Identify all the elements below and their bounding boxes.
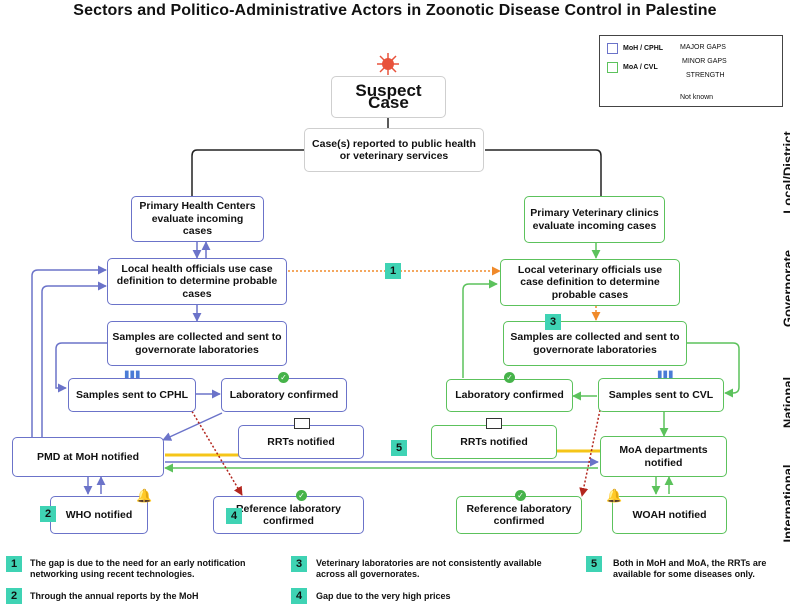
node-suspect-case: Suspect Case [331,76,446,118]
node-samples-cphl: Samples sent to CPHL [68,378,196,412]
split-line-right [485,149,602,196]
node-case-reported: Case(s) reported to public health or vet… [304,128,484,172]
node-who-notified: WHO notified [50,496,148,534]
legend-moa-swatch [607,62,618,73]
legend-not-known-label: Not known [680,94,714,101]
node-rrts-moh: RRTs notified [238,425,364,459]
badge-2: 2 [40,506,56,522]
note-badge-4: 4 [291,588,307,604]
check-icon: ✓ [296,490,307,501]
node-lab-confirmed-moa: Laboratory confirmed [446,379,573,412]
legend-minor-label: MINOR GAPS [682,58,727,65]
node-samples-health: Samples are collected and sent to govern… [107,321,287,366]
legend-major-label: MAJOR GAPS [680,44,726,51]
node-primary-health-centers: Primary Health Centers evaluate incoming… [131,196,264,242]
edge-samples-cphl [55,342,108,393]
bell-icon: 🔔 [136,488,153,503]
note-badge-3: 3 [291,556,307,572]
edge-lab-pmd [162,412,223,441]
legend-strength-label: STRENGTH [686,72,725,79]
level-governorate: Governorate [780,249,790,328]
check-icon: ✓ [278,372,289,383]
badge-3: 3 [545,314,561,330]
legend-moa-label: MoA / CVL [623,64,658,71]
node-rrts-moa: RRTs notified [431,425,557,459]
page-title: Sectors and Politico-Administrative Acto… [73,2,717,19]
node-lab-confirmed-moh: Laboratory confirmed [221,378,347,412]
node-primary-vet-clinics: Primary Veterinary clinics evaluate inco… [524,196,665,243]
level-local-district: Local/District [780,131,790,214]
edge-samples-cvl [687,342,740,398]
edge-lab-local [462,279,498,378]
note-3: Veterinary laboratories are not consiste… [316,558,542,579]
edge-pmd-local-outer [31,265,107,437]
legend: MoH / CPHL MoA / CVL MAJOR GAPS MINOR GA… [599,35,783,107]
node-local-health-officials: Local health officials use case definiti… [107,258,287,305]
node-pmd-moh: PMD at MoH notified [12,437,164,477]
node-ref-lab-moa: Reference laboratory confirmed [456,496,582,534]
split-line-left [191,149,305,196]
note-badge-2: 2 [6,588,22,604]
level-international: International [780,464,790,543]
node-samples-vet: Samples are collected and sent to govern… [503,321,687,366]
note-badge-1: 1 [6,556,22,572]
monitor-icon [486,418,502,429]
check-icon: ✓ [504,372,515,383]
major-gap-lab-ref [189,407,243,496]
badge-4: 4 [226,508,242,524]
node-woah-notified: WOAH notified [612,496,727,534]
test-tubes-icon: ▮▮▮ [657,369,674,380]
virus-icon [377,53,399,75]
legend-moh-label: MoH / CPHL [623,45,664,52]
node-samples-cvl: Samples sent to CVL [598,378,724,412]
badge-5: 5 [391,440,407,456]
major-gap-cvl-ref [579,409,601,497]
note-5: Both in MoH and MoA, the RRTs are availa… [613,558,767,579]
node-moa-departments: MoA departments notified [600,436,727,477]
note-2: Through the annual reports by the MoH [30,591,199,601]
bell-icon: 🔔 [606,488,623,503]
note-badge-5: 5 [586,556,602,572]
check-icon: ✓ [515,490,526,501]
note-4: Gap due to the very high prices [316,591,451,601]
edge-pmd-local-inner [41,281,107,437]
note-1: The gap is due to the need for an early … [30,558,246,579]
badge-1: 1 [385,263,401,279]
monitor-icon [294,418,310,429]
node-ref-lab-moh: Reference laboratory confirmed [213,496,364,534]
node-local-vet-officials: Local veterinary officials use case defi… [500,259,680,306]
test-tubes-icon: ▮▮▮ [124,369,141,380]
legend-moh-swatch [607,43,618,54]
